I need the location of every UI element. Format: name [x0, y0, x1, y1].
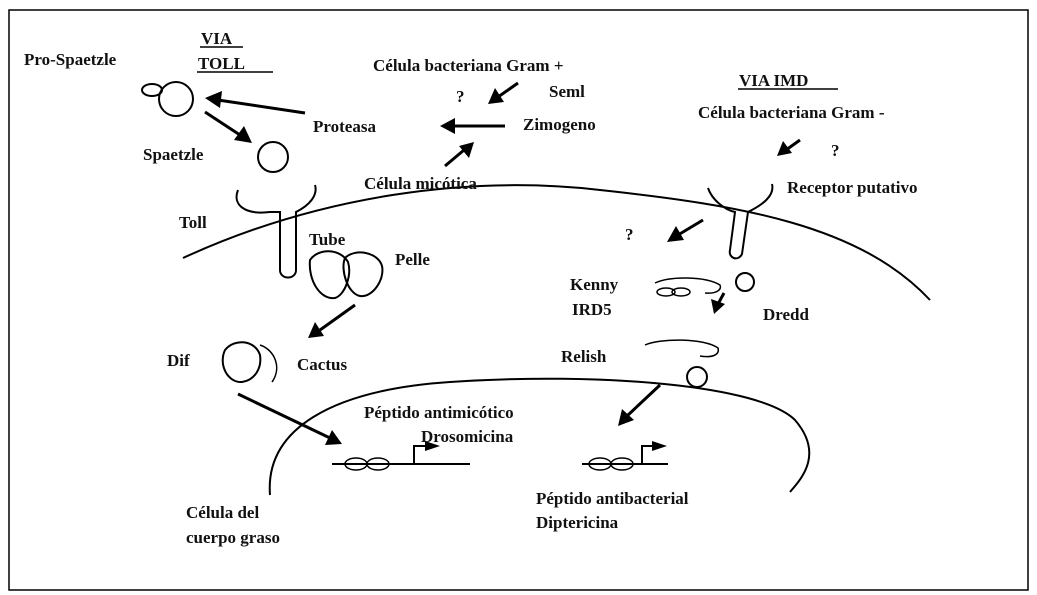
relish-label: Relish [561, 347, 607, 366]
spaetzle-label: Spaetzle [143, 145, 204, 164]
kenny-ird5-shape [655, 273, 754, 296]
kenny-label: Kenny [570, 275, 619, 294]
cactus-label: Cactus [297, 355, 347, 374]
dredd-label: Dredd [763, 305, 810, 324]
question-mark-1: ? [456, 87, 465, 106]
proteasa-label: Proteasa [313, 117, 376, 136]
diptericina-label: Diptericina [536, 513, 619, 532]
receptor-putativo-label: Receptor putativo [787, 178, 917, 197]
gene-construct-right [582, 441, 668, 470]
tube-label: Tube [309, 230, 346, 249]
via-toll-label-2: TOLL [198, 54, 245, 73]
relish-shape [645, 340, 718, 387]
celula-del-label: Célula del [186, 503, 259, 522]
gram-negative-label: Célula bacteriana Gram - [698, 103, 885, 122]
imd-receptor-shape [708, 184, 772, 258]
cuerpo-graso-label: cuerpo graso [186, 528, 280, 547]
tube-pelle-shape [310, 251, 383, 298]
toll-label: Toll [179, 213, 207, 232]
spaetzle-shape [258, 142, 288, 172]
via-imd-label: VIA IMD [739, 71, 808, 90]
pelle-label: Pelle [395, 250, 430, 269]
pro-spaetzle-shape [142, 82, 193, 116]
zimogeno-label: Zimogeno [523, 115, 596, 134]
via-toll-label-1: VIA [201, 29, 233, 48]
dif-label: Dif [167, 351, 190, 370]
peptido-antibacterial-label: Péptido antibacterial [536, 489, 689, 508]
question-mark-2: ? [831, 141, 840, 160]
question-mark-3: ? [625, 225, 634, 244]
nucleus-membrane [270, 379, 810, 495]
drosomicina-label: Drosomicina [421, 427, 514, 446]
dif-cactus-shape [223, 342, 277, 382]
pro-spaetzle-label: Pro-Spaetzle [24, 50, 117, 69]
celula-micotica-label: Célula micótica [364, 174, 477, 193]
diagram-frame [9, 10, 1028, 590]
ird5-label: IRD5 [572, 300, 612, 319]
peptido-antimicotico-label: Péptido antimicótico [364, 403, 514, 422]
gram-positive-label: Célula bacteriana Gram + [373, 56, 564, 75]
seml-label: Seml [549, 82, 585, 101]
